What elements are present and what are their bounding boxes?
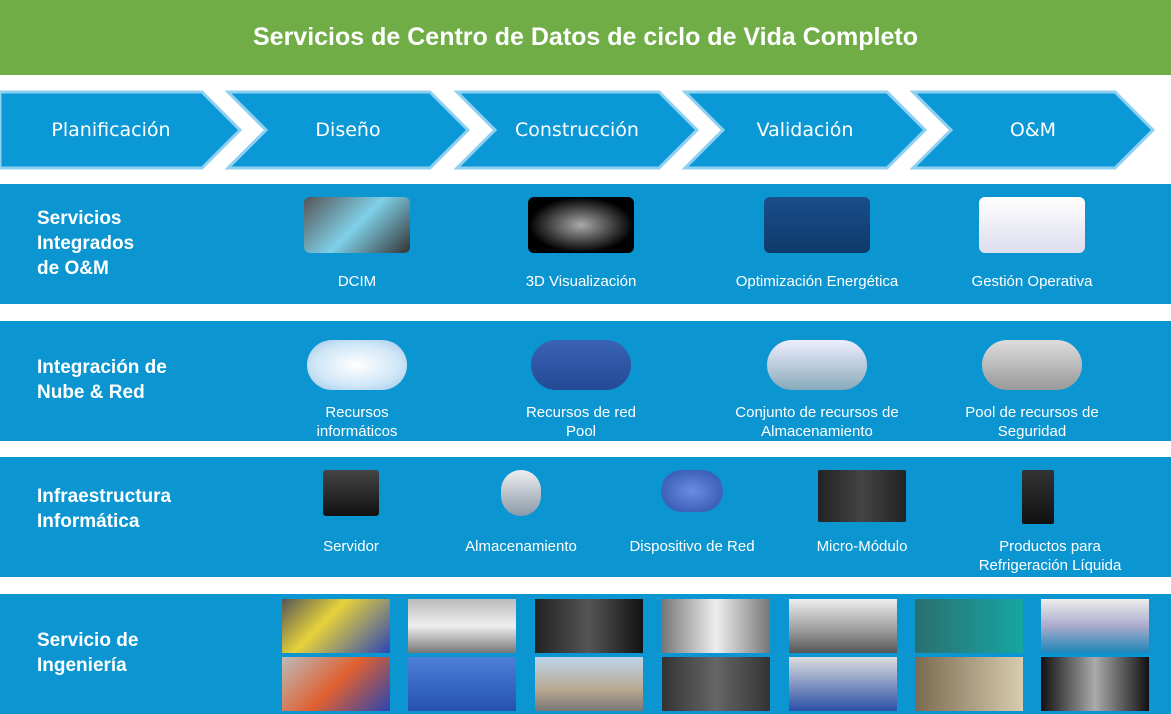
row-title: Infraestructura Informática — [37, 486, 172, 532]
engineering-photo — [789, 599, 897, 653]
engineering-photo — [789, 657, 897, 711]
item-label: Conjunto de recursos de Almacenamiento — [735, 404, 899, 440]
phase-4: O&M — [1009, 118, 1057, 141]
item-label: Almacenamiento — [465, 538, 577, 555]
row-title: Integración de Nube & Red — [37, 357, 167, 403]
operations-management-icon — [979, 197, 1085, 253]
item-label: Recursos informáticos — [316, 404, 398, 440]
network-switch-pool-icon — [531, 340, 631, 390]
item-label: Pool de recursos de Seguridad — [965, 404, 1099, 440]
item-label: Micro-Módulo — [816, 538, 908, 555]
phase-chevron — [909, 90, 1156, 170]
storage-pool-icon — [767, 340, 867, 390]
server-icon — [323, 470, 379, 516]
item-label: Optimización Energética — [735, 273, 899, 290]
engineering-photo — [408, 657, 516, 711]
engineering-photo — [535, 657, 643, 711]
page-title: Servicios de Centro de Datos de ciclo de… — [0, 0, 1171, 75]
row-title: Servicios Integrados de O&M — [37, 208, 135, 279]
row-title: Servicio de Ingeniería — [37, 630, 139, 676]
engineering-photo — [1041, 599, 1149, 653]
cloud-compute-icon — [307, 340, 407, 390]
phase-1: Diseño — [315, 118, 381, 141]
engineering-photo — [915, 657, 1023, 711]
liquid-cooling-icon — [1022, 470, 1054, 524]
phase-chevron — [681, 90, 928, 170]
item-label: DCIM — [337, 273, 377, 290]
engineering-photo — [282, 657, 390, 711]
engineering-photo — [915, 599, 1023, 653]
security-pool-icon — [982, 340, 1082, 390]
item-label: Dispositivo de Red — [629, 538, 755, 555]
3d-visualization-icon — [528, 197, 634, 253]
engineering-photo — [1041, 657, 1149, 711]
item-label: Recursos de red Pool — [525, 404, 637, 440]
item-label: 3D Visualización — [525, 273, 637, 290]
phase-3: Validación — [756, 118, 854, 141]
phase-chevron — [224, 90, 471, 170]
dcim-screenshot-icon — [304, 197, 410, 253]
engineering-photo — [535, 599, 643, 653]
storage-icon — [501, 470, 541, 516]
engineering-photo — [662, 599, 770, 653]
energy-optimization-icon — [764, 197, 870, 253]
item-label: Productos para Refrigeración Líquida — [978, 538, 1122, 574]
engineering-photo — [408, 599, 516, 653]
engineering-photo — [282, 599, 390, 653]
micro-module-icon — [818, 470, 906, 522]
phase-0: Planificación — [51, 118, 171, 141]
engineering-photo — [662, 657, 770, 711]
phase-2: Construcción — [515, 118, 639, 141]
item-label: Servidor — [323, 538, 379, 555]
row-it-infrastructure: Infraestructura Informática — [0, 457, 1171, 577]
network-device-icon — [661, 470, 723, 512]
phase-chevron — [453, 90, 700, 170]
item-label: Gestión Operativa — [971, 273, 1093, 290]
phase-chevron — [0, 90, 243, 170]
phase-chevrons — [0, 90, 1156, 170]
